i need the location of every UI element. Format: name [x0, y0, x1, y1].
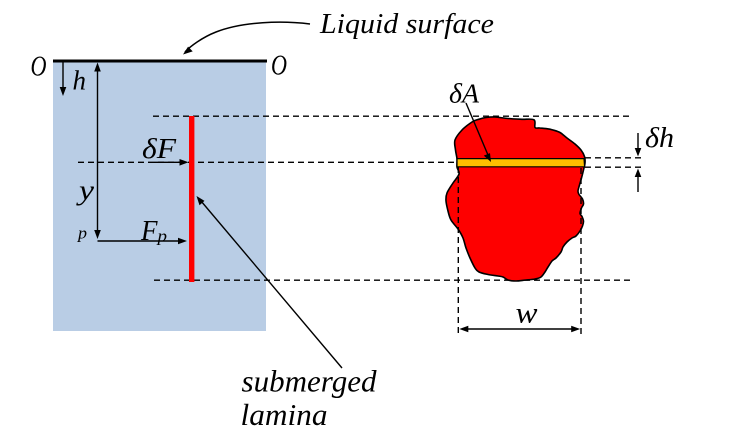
- svg-text:δh: δh: [645, 122, 674, 154]
- svg-text:δF: δF: [142, 134, 177, 165]
- svg-text:F: F: [140, 215, 158, 247]
- svg-text:w: w: [516, 296, 538, 329]
- svg-text:h: h: [73, 65, 87, 96]
- svg-text:p: p: [77, 224, 87, 243]
- svg-text:y: y: [75, 176, 94, 207]
- svg-text:O: O: [31, 52, 47, 83]
- svg-text:p: p: [156, 227, 167, 246]
- svg-text:submerged: submerged: [242, 363, 377, 398]
- svg-text:Liquid surface: Liquid surface: [319, 8, 494, 40]
- svg-text:O: O: [271, 51, 287, 82]
- svg-text:δA: δA: [449, 79, 480, 109]
- svg-text:lamina: lamina: [241, 397, 328, 432]
